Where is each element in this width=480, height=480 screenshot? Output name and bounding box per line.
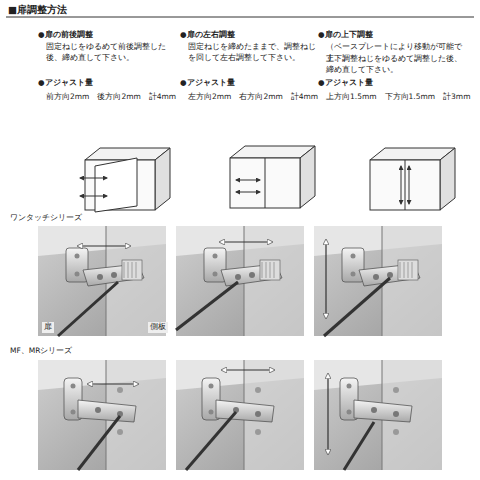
sub-heading: ●アジャスト量 (180, 78, 320, 89)
sub-heading: ●アジャスト量 (318, 78, 468, 89)
adjust-amount: 左方向2mm 右方向2mm 計4mm (188, 92, 328, 103)
instruction-text: 固定ねじを締めたままで、調整ねじを回して左右調整して下さい。 (188, 42, 318, 64)
series-label: ワンタッチシリーズ (10, 213, 82, 224)
section-heading: ●扉の上下調整 (318, 30, 468, 41)
series-label: MF、MRシリーズ (10, 346, 72, 357)
page-title: ■扉調整方法 (8, 3, 67, 17)
sub-heading: ●アジャスト量 (38, 78, 178, 89)
section-heading: ●扉の左右調整 (180, 30, 320, 41)
instruction-text: 上下調整ねじをゆるめて調整した後、締め直して下さい。 (326, 54, 466, 76)
part-label: 扉 (42, 322, 54, 333)
adjust-amount: 前方向2mm 後方向2mm 計4mm (46, 92, 186, 103)
adjust-amount: 上方向1.5mm 下方向1.5mm 計3mm (326, 92, 478, 103)
part-label: 側板 (148, 322, 168, 333)
instruction-text: 固定ねじをゆるめて前後調整した後、締め直して下さい。 (46, 42, 178, 64)
section-heading: ●扉の前後調整 (38, 30, 178, 41)
